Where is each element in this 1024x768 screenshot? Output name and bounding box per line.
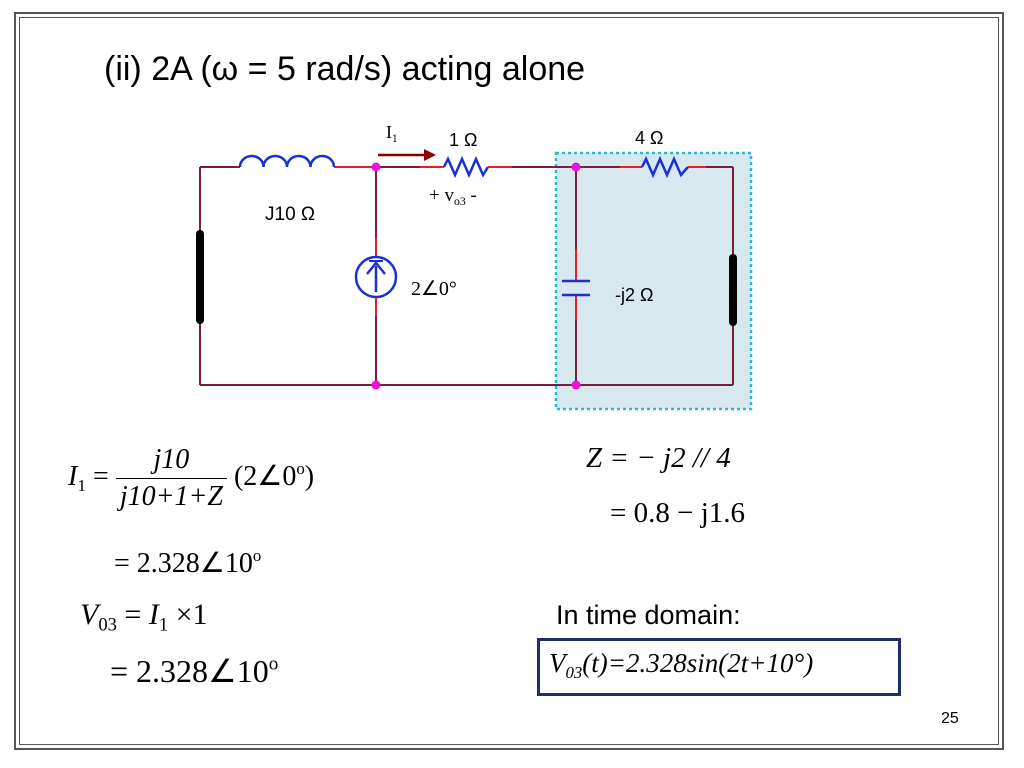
- z-equation-line2: = 0.8 − j1.6: [610, 497, 746, 529]
- resistor-1ohm: [442, 155, 490, 179]
- page-number: 25: [941, 710, 959, 727]
- time-domain-box: [537, 638, 901, 696]
- z-equation-line1: Z = − j2 // 4: [586, 442, 731, 474]
- right-terminal-bar: [729, 254, 737, 326]
- slide-inner-border: [19, 17, 999, 745]
- capacitor-symbol: [562, 279, 590, 297]
- slide-title: (ii) 2A (ω = 5 rad/s) acting alone: [104, 50, 586, 88]
- i1-fraction: j10 j10+1+Z: [115, 444, 227, 513]
- vo3-label: + vo3 -: [429, 185, 477, 209]
- v03-equation: V03 = I1 ×1: [80, 598, 208, 636]
- time-domain-label: In time domain:: [556, 600, 741, 630]
- i1-equation: I1 = j10 j10+1+Z (2∠0o): [68, 444, 315, 513]
- resistor-4ohm: [640, 155, 689, 179]
- source-label: 2∠0°: [411, 278, 457, 300]
- capacitor-label: -j2 Ω: [615, 285, 654, 305]
- current-source-symbol: [354, 255, 398, 299]
- left-terminal-bar: [196, 230, 204, 324]
- i1-result: = 2.328∠10o: [114, 546, 262, 579]
- circuit-nodes: [371, 162, 581, 390]
- v03-result: = 2.328∠10o: [110, 653, 279, 689]
- current-arrow: [378, 149, 436, 161]
- time-domain-equation: V03(t)=2.328sin(2t+10°): [549, 648, 814, 682]
- slide-outer-border: [14, 12, 1004, 750]
- inductor-label: J10 Ω: [265, 204, 316, 225]
- resistor-4ohm-label: 4 Ω: [635, 128, 664, 148]
- inductor-symbol: [238, 154, 336, 168]
- current-label: I1: [386, 122, 398, 145]
- resistor-1ohm-label: 1 Ω: [449, 130, 478, 150]
